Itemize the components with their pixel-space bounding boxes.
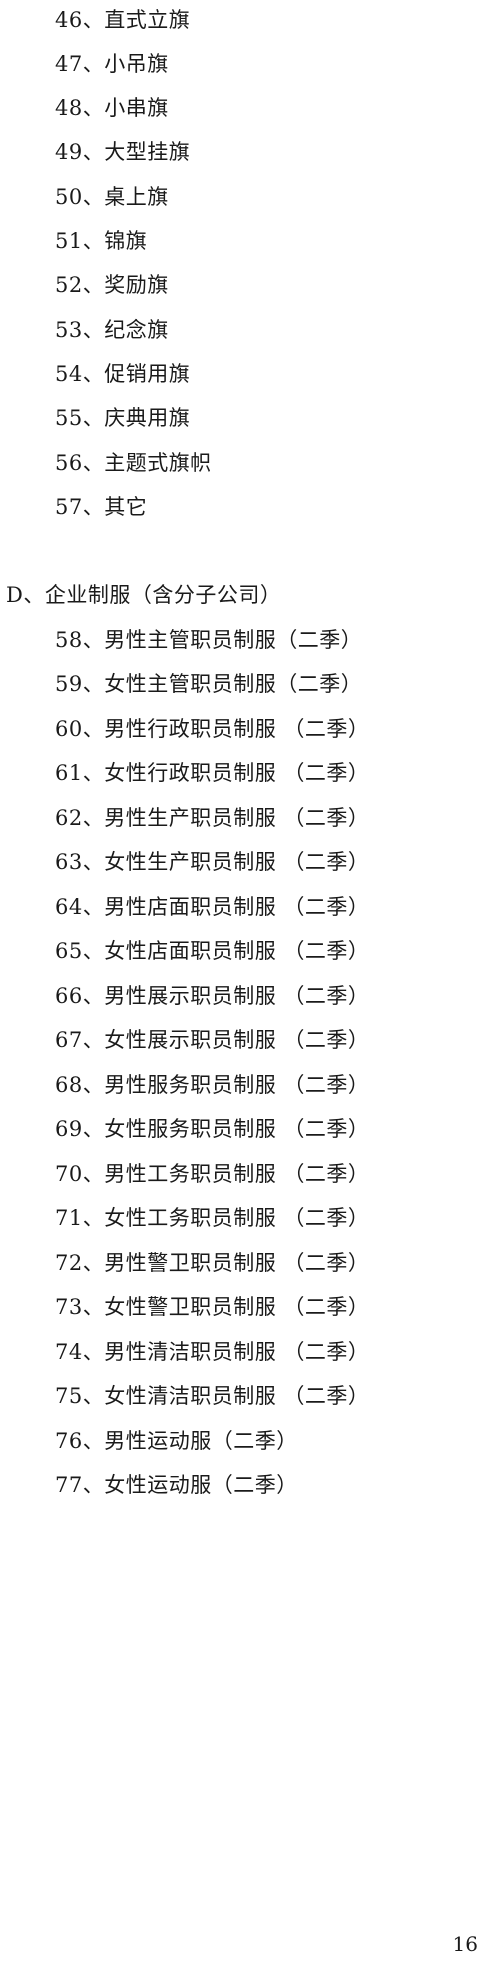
list-item: 60、男性行政职员制服 （二季） [55, 717, 370, 741]
list-item: 71、女性工务职员制服 （二季） [55, 1206, 370, 1230]
list-item: 51、锦旗 [55, 229, 148, 253]
list-item: 77、女性运动服（二季） [55, 1473, 298, 1497]
list-item: 49、大型挂旗 [55, 140, 191, 164]
list-item: 68、男性服务职员制服 （二季） [55, 1073, 370, 1097]
list-item: 76、男性运动服（二季） [55, 1429, 298, 1453]
page-number: 16 [452, 1932, 478, 1956]
list-item: 57、其它 [55, 495, 148, 519]
list-item: 65、女性店面职员制服 （二季） [55, 939, 370, 963]
list-item: 75、女性清洁职员制服 （二季） [55, 1384, 370, 1408]
list-item: 56、主题式旗帜 [55, 451, 212, 475]
section-heading: D、企业制服（含分子公司） [6, 583, 282, 607]
list-item: 69、女性服务职员制服 （二季） [55, 1117, 370, 1141]
list-item: 53、纪念旗 [55, 318, 169, 342]
list-item: 58、男性主管职员制服（二季） [55, 628, 363, 652]
list-item: 62、男性生产职员制服 （二季） [55, 806, 370, 830]
list-item: 66、男性展示职员制服 （二季） [55, 984, 370, 1008]
list-item: 48、小串旗 [55, 96, 169, 120]
list-item: 52、奖励旗 [55, 273, 169, 297]
list-item: 63、女性生产职员制服 （二季） [55, 850, 370, 874]
list-item: 73、女性警卫职员制服 （二季） [55, 1295, 370, 1319]
list-item: 59、女性主管职员制服（二季） [55, 672, 363, 696]
list-item: 72、男性警卫职员制服 （二季） [55, 1251, 370, 1275]
list-item: 61、女性行政职员制服 （二季） [55, 761, 370, 785]
list-item: 55、庆典用旗 [55, 406, 191, 430]
list-item: 70、男性工务职员制服 （二季） [55, 1162, 370, 1186]
list-item: 67、女性展示职员制服 （二季） [55, 1028, 370, 1052]
list-item: 47、小吊旗 [55, 52, 169, 76]
list-item: 46、直式立旗 [55, 8, 191, 32]
list-item: 50、桌上旗 [55, 185, 169, 209]
list-item: 74、男性清洁职员制服 （二季） [55, 1340, 370, 1364]
list-item: 64、男性店面职员制服 （二季） [55, 895, 370, 919]
list-item: 54、促销用旗 [55, 362, 191, 386]
